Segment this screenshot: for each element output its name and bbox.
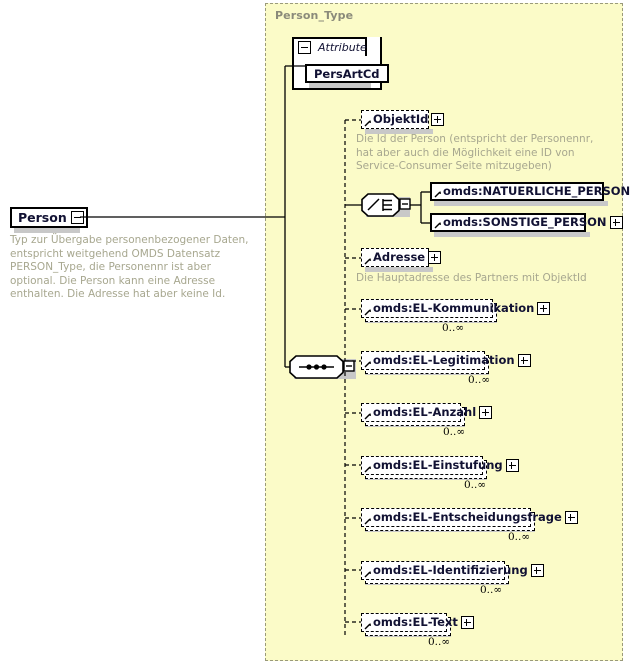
plus-box-icon[interactable] bbox=[505, 459, 519, 472]
node-el-anzahl[interactable]: omds:EL-Anzahl bbox=[361, 403, 493, 422]
node-el-einstufung[interactable]: omds:EL-Einstufung bbox=[361, 456, 519, 475]
choice-compositor[interactable] bbox=[361, 193, 411, 217]
plus-box-icon[interactable] bbox=[530, 564, 544, 577]
node-label: omds:EL-Identifizierung bbox=[373, 563, 528, 577]
plus-box-icon[interactable] bbox=[537, 302, 551, 315]
attribute-shadow bbox=[309, 83, 371, 88]
node-shadow bbox=[434, 201, 608, 206]
plus-box-icon[interactable] bbox=[479, 406, 493, 419]
sequence-compositor[interactable] bbox=[289, 355, 355, 379]
root-element-label: Person bbox=[18, 210, 67, 225]
node-el-text[interactable]: omds:EL-Text bbox=[361, 613, 474, 632]
attribute-label: PersArtCd bbox=[314, 66, 380, 81]
plus-box-icon[interactable] bbox=[564, 511, 578, 524]
node-objektid[interactable]: ObjektId bbox=[361, 110, 445, 129]
attribute-persartcd[interactable]: PersArtCd bbox=[305, 64, 389, 83]
plus-box-icon[interactable] bbox=[517, 354, 531, 367]
plus-box-icon[interactable] bbox=[431, 113, 445, 126]
plus-box-icon[interactable] bbox=[460, 616, 474, 629]
node-shadow bbox=[434, 232, 590, 237]
occurrence-indicator: 0..∞ bbox=[508, 531, 531, 543]
root-element-description: Typ zur Übergabe personenbezogener Daten… bbox=[10, 234, 249, 300]
node-label: ObjektId bbox=[373, 112, 429, 126]
node-label: omds:EL-Legitimation bbox=[373, 353, 515, 367]
attribute-group-header[interactable]: Attribute bbox=[292, 37, 367, 56]
node-shadow bbox=[365, 267, 433, 272]
node-el-entscheidungsfrage[interactable]: omds:EL-Entscheidungsfrage bbox=[361, 508, 578, 527]
node-el-kommunikation[interactable]: omds:EL-Kommunikation bbox=[361, 299, 551, 318]
occurrence-indicator: 0..∞ bbox=[443, 426, 466, 438]
node-description-adresse: Die Hauptadresse des Partners mit Objekt… bbox=[356, 272, 587, 284]
occurrence-indicator: 0..∞ bbox=[468, 374, 491, 386]
root-element-shadow bbox=[14, 228, 80, 233]
occurrence-indicator: 0..∞ bbox=[442, 322, 465, 334]
node-label: omds:EL-Kommunikation bbox=[373, 301, 535, 315]
node-label: omds:SONSTIGE_PERSON bbox=[443, 215, 607, 229]
node-label: omds:EL-Text bbox=[373, 615, 458, 629]
node-adresse[interactable]: Adresse bbox=[361, 248, 442, 267]
plus-box-icon[interactable] bbox=[428, 251, 442, 264]
node-label: omds:EL-Entscheidungsfrage bbox=[373, 510, 562, 524]
complex-type-title: Person_Type bbox=[275, 9, 354, 22]
complex-type-panel bbox=[265, 3, 623, 661]
node-label: omds:EL-Einstufung bbox=[373, 458, 503, 472]
occurrence-indicator: 0..∞ bbox=[464, 479, 487, 491]
node-label: Adresse bbox=[373, 250, 426, 264]
minus-box-icon[interactable] bbox=[70, 211, 84, 224]
node-label: omds:NATUERLICHE_PERSON bbox=[443, 184, 631, 198]
node-label: omds:EL-Anzahl bbox=[373, 405, 477, 419]
node-sonstige-person[interactable]: omds:SONSTIGE_PERSON bbox=[430, 213, 623, 232]
minus-box-icon[interactable] bbox=[298, 41, 311, 54]
node-description-objektid: Die Id der Person (entspricht der Person… bbox=[356, 133, 594, 172]
occurrence-indicator: 0..∞ bbox=[480, 584, 503, 596]
node-shadow bbox=[365, 129, 433, 134]
plus-box-icon[interactable] bbox=[609, 216, 623, 229]
node-el-identifizierung[interactable]: omds:EL-Identifizierung bbox=[361, 561, 544, 580]
node-natuerliche-person[interactable]: omds:NATUERLICHE_PERSON bbox=[430, 182, 630, 201]
occurrence-indicator: 0..∞ bbox=[428, 636, 451, 648]
root-element-person[interactable]: Person bbox=[10, 207, 88, 228]
node-el-legitimation[interactable]: omds:EL-Legitimation bbox=[361, 351, 531, 370]
attribute-group-label: Attribute bbox=[318, 41, 367, 54]
